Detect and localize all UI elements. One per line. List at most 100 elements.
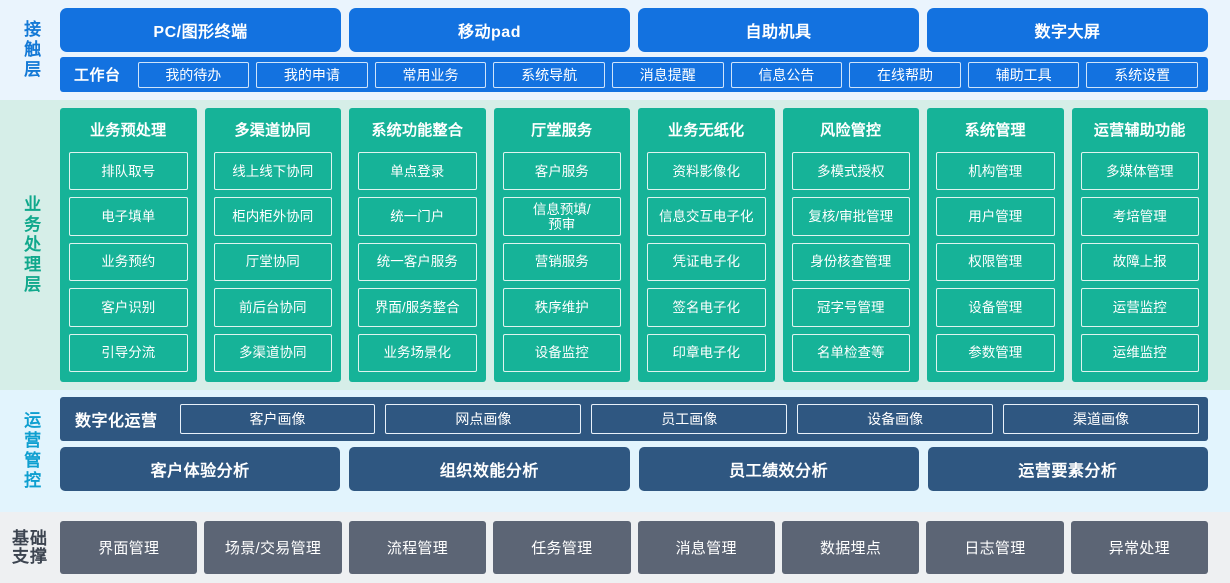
workbench-item-message-reminder[interactable]: 消息提醒 xyxy=(611,61,724,88)
contact-layer-band: 接触层 PC/图形终端 移动pad 自助机具 数字大屏 工作台 我的待办 我的申… xyxy=(0,0,1230,100)
workbench-item-information-notice[interactable]: 信息公告 xyxy=(730,61,843,88)
business-cell[interactable]: 权限管理 xyxy=(936,242,1055,282)
business-cell[interactable]: 故障上报 xyxy=(1080,242,1199,282)
business-cell[interactable]: 厅堂协同 xyxy=(213,242,332,282)
column-title: 系统管理 xyxy=(964,122,1026,139)
column-title: 多渠道协同 xyxy=(234,122,311,139)
business-cell[interactable]: 营销服务 xyxy=(502,242,621,282)
channel-card-mobile-pad[interactable]: 移动pad xyxy=(349,8,630,52)
foundation-label-line1: 基础 xyxy=(12,528,48,548)
business-cell[interactable]: 冠字号管理 xyxy=(791,288,910,327)
analysis-card-operation-elements[interactable]: 运营要素分析 xyxy=(927,447,1208,491)
business-cell[interactable]: 柜内柜外协同 xyxy=(213,197,332,236)
workbench-item-system-settings[interactable]: 系统设置 xyxy=(1086,61,1198,88)
foundation-item-process-management[interactable]: 流程管理 xyxy=(348,521,487,574)
analysis-row: 客户体验分析 组织效能分析 员工绩效分析 运营要素分析 xyxy=(60,447,1208,491)
business-cell[interactable]: 信息预填/ 预审 xyxy=(502,197,621,236)
foundation-row: 界面管理 场景/交易管理 流程管理 任务管理 消息管理 数据埋点 日志管理 异常… xyxy=(60,521,1208,574)
business-layer-body: 业务预处理 排队取号 电子填单 业务预约 客户识别 引导分流 多渠道协同 线上线… xyxy=(60,108,1230,382)
workbench-item-system-navigation[interactable]: 系统导航 xyxy=(493,61,605,88)
column-title: 风险管控 xyxy=(820,122,882,139)
workbench-row: 工作台 我的待办 我的申请 常用业务 系统导航 消息提醒 信息公告 在线帮助 辅… xyxy=(60,57,1208,92)
business-cell[interactable]: 客户服务 xyxy=(502,152,621,191)
business-column-row: 业务预处理 排队取号 电子填单 业务预约 客户识别 引导分流 多渠道协同 线上线… xyxy=(60,108,1208,382)
business-cell[interactable]: 界面/服务整合 xyxy=(358,288,477,327)
portrait-item-customer[interactable]: 客户画像 xyxy=(179,404,376,434)
business-cell[interactable]: 信息交互电子化 xyxy=(647,197,766,236)
business-cell[interactable]: 设备监控 xyxy=(502,333,621,373)
business-cell[interactable]: 参数管理 xyxy=(936,333,1055,373)
channel-row: PC/图形终端 移动pad 自助机具 数字大屏 xyxy=(60,8,1208,52)
business-cell[interactable]: 名单检查等 xyxy=(791,333,910,373)
business-cell[interactable]: 用户管理 xyxy=(936,197,1055,236)
business-cell[interactable]: 前后台协同 xyxy=(213,288,332,327)
portrait-item-channel[interactable]: 渠道画像 xyxy=(1003,404,1199,434)
foundation-layer-band: 基础 支撑 界面管理 场景/交易管理 流程管理 任务管理 消息管理 数据埋点 日… xyxy=(0,512,1230,583)
business-cell[interactable]: 电子填单 xyxy=(69,197,188,236)
business-cell[interactable]: 身份核查管理 xyxy=(791,242,910,282)
foundation-label-line2: 支撑 xyxy=(12,546,48,566)
business-cell[interactable]: 凭证电子化 xyxy=(647,242,766,282)
workbench-item-my-todo[interactable]: 我的待办 xyxy=(137,61,250,88)
column-title: 运营辅助功能 xyxy=(1093,122,1186,139)
channel-card-pc[interactable]: PC/图形终端 xyxy=(60,8,341,52)
column-title: 厅堂服务 xyxy=(531,122,593,139)
business-layer-label-text: 业务处理层 xyxy=(21,195,41,295)
business-column-paperless: 业务无纸化 资料影像化 信息交互电子化 凭证电子化 签名电子化 印章电子化 xyxy=(638,108,775,382)
workbench-item-common-business[interactable]: 常用业务 xyxy=(374,61,487,88)
business-cell[interactable]: 多媒体管理 xyxy=(1080,152,1199,191)
column-title: 业务预处理 xyxy=(89,122,167,139)
business-cell[interactable]: 考培管理 xyxy=(1080,197,1199,236)
business-column-pre-processing: 业务预处理 排队取号 电子填单 业务预约 客户识别 引导分流 xyxy=(60,108,197,382)
business-cell[interactable]: 排队取号 xyxy=(69,152,188,191)
workbench-item-my-application[interactable]: 我的申请 xyxy=(256,61,368,88)
business-cell[interactable]: 运营监控 xyxy=(1080,288,1199,327)
portrait-item-device[interactable]: 设备画像 xyxy=(797,404,994,434)
portrait-item-employee[interactable]: 员工画像 xyxy=(591,404,788,434)
channel-card-self-service[interactable]: 自助机具 xyxy=(638,8,919,52)
business-column-risk-control: 风险管控 多模式授权 复核/审批管理 身份核查管理 冠字号管理 名单检查等 xyxy=(782,108,919,382)
portrait-item-branch[interactable]: 网点画像 xyxy=(385,404,582,434)
business-cell[interactable]: 机构管理 xyxy=(936,152,1055,191)
business-cell[interactable]: 运维监控 xyxy=(1080,333,1199,373)
foundation-item-task-management[interactable]: 任务管理 xyxy=(493,521,631,574)
workbench-item-auxiliary-tools[interactable]: 辅助工具 xyxy=(967,61,1080,88)
business-cell[interactable]: 多渠道协同 xyxy=(213,333,332,373)
business-cell[interactable]: 印章电子化 xyxy=(647,333,766,373)
foundation-item-exception-handling[interactable]: 异常处理 xyxy=(1070,521,1208,574)
workbench-item-online-help[interactable]: 在线帮助 xyxy=(849,61,961,88)
business-column-system-function-integration: 系统功能整合 单点登录 统一门户 统一客户服务 界面/服务整合 业务场景化 xyxy=(349,108,486,382)
foundation-item-log-management[interactable]: 日志管理 xyxy=(926,521,1064,574)
business-cell[interactable]: 资料影像化 xyxy=(647,152,766,191)
business-cell[interactable]: 单点登录 xyxy=(358,152,477,191)
business-column-lobby-service: 厅堂服务 客户服务 信息预填/ 预审 营销服务 秩序维护 设备监控 xyxy=(493,108,630,382)
business-cell[interactable]: 客户识别 xyxy=(69,288,188,327)
foundation-layer-body: 界面管理 场景/交易管理 流程管理 任务管理 消息管理 数据埋点 日志管理 异常… xyxy=(60,521,1230,574)
channel-card-digital-screen[interactable]: 数字大屏 xyxy=(927,8,1208,52)
business-cell[interactable]: 复核/审批管理 xyxy=(791,197,910,236)
analysis-card-employee-performance[interactable]: 员工绩效分析 xyxy=(638,447,919,491)
foundation-item-ui-management[interactable]: 界面管理 xyxy=(60,521,198,574)
business-cell[interactable]: 线上线下协同 xyxy=(213,152,332,191)
business-cell[interactable]: 统一门户 xyxy=(358,197,477,236)
contact-layer-body: PC/图形终端 移动pad 自助机具 数字大屏 工作台 我的待办 我的申请 常用… xyxy=(60,8,1230,92)
foundation-item-scenario-transaction-management[interactable]: 场景/交易管理 xyxy=(204,521,342,574)
business-cell[interactable]: 多模式授权 xyxy=(791,152,910,191)
business-cell[interactable]: 业务预约 xyxy=(69,242,188,282)
analysis-card-organization-efficiency[interactable]: 组织效能分析 xyxy=(349,447,630,491)
business-cell[interactable]: 统一客户服务 xyxy=(358,242,477,282)
column-title: 系统功能整合 xyxy=(371,122,464,139)
business-cell[interactable]: 引导分流 xyxy=(69,333,188,373)
business-cell[interactable]: 秩序维护 xyxy=(502,288,621,327)
business-cell[interactable]: 业务场景化 xyxy=(358,333,477,373)
contact-layer-label-text: 接触层 xyxy=(21,20,41,80)
foundation-layer-label: 基础 支撑 xyxy=(0,521,60,574)
business-cell[interactable]: 设备管理 xyxy=(936,288,1055,327)
business-cell[interactable]: 签名电子化 xyxy=(647,288,766,327)
foundation-item-message-management[interactable]: 消息管理 xyxy=(637,521,775,574)
analysis-card-customer-experience[interactable]: 客户体验分析 xyxy=(60,447,341,491)
digital-operations-row: 数字化运营 客户画像 网点画像 员工画像 设备画像 渠道画像 xyxy=(60,397,1208,441)
operations-layer-label: 运营管控 xyxy=(0,397,60,505)
foundation-item-data-tracking[interactable]: 数据埋点 xyxy=(781,521,920,574)
